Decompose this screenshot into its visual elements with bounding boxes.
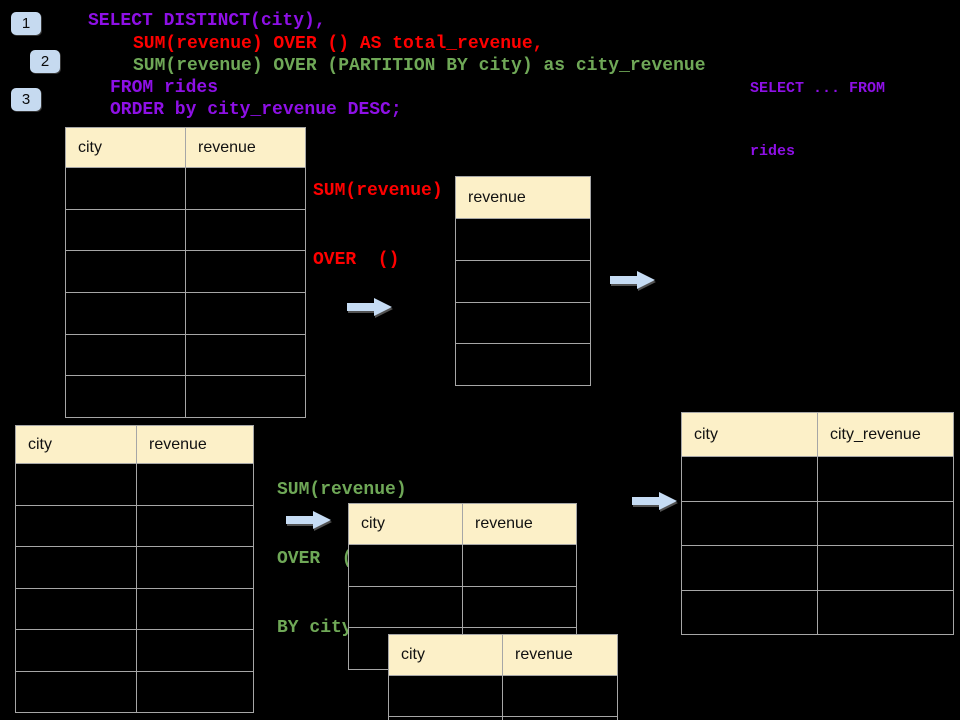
empty-cell bbox=[65, 208, 186, 252]
column-header-revenue: revenue bbox=[462, 503, 577, 545]
side-note-line: rides bbox=[750, 143, 796, 160]
empty-cell bbox=[185, 167, 306, 210]
empty-cell bbox=[185, 333, 306, 377]
empty-cell bbox=[817, 500, 954, 546]
column-header-city: city bbox=[65, 127, 186, 168]
empty-cell bbox=[185, 375, 306, 419]
empty-cell bbox=[462, 585, 577, 628]
right-arrow-icon bbox=[610, 271, 655, 289]
empty-cell bbox=[681, 589, 818, 635]
empty-cell bbox=[817, 545, 954, 591]
empty-cell bbox=[15, 629, 137, 672]
column-header-revenue: revenue bbox=[185, 127, 306, 168]
empty-cell bbox=[15, 463, 137, 506]
empty-cell bbox=[65, 292, 186, 335]
empty-cell bbox=[15, 670, 137, 713]
empty-cell bbox=[455, 259, 591, 303]
column-header-revenue: revenue bbox=[502, 634, 618, 676]
empty-cell bbox=[388, 675, 503, 717]
step-badge-3: 3 bbox=[11, 88, 41, 111]
empty-cell bbox=[185, 208, 306, 252]
annotation-line: OVER () bbox=[313, 250, 400, 270]
empty-cell bbox=[136, 463, 254, 506]
column-header-revenue: revenue bbox=[136, 425, 254, 464]
empty-cell bbox=[348, 544, 463, 587]
annotation-line: SUM(revenue) bbox=[313, 181, 443, 201]
empty-cell bbox=[455, 218, 591, 261]
column-header-city_revenue: city_revenue bbox=[817, 412, 954, 457]
empty-cell bbox=[502, 675, 618, 717]
sql-line-order-by: ORDER by city_revenue DESC; bbox=[110, 100, 402, 120]
empty-cell bbox=[136, 504, 254, 547]
annotation-total-revenue: SUM(revenue) OVER () bbox=[313, 134, 443, 318]
empty-cell bbox=[455, 301, 591, 345]
side-note-line: SELECT ... FROM bbox=[750, 80, 886, 97]
empty-cell bbox=[15, 504, 137, 547]
table-total-window: revenue bbox=[455, 176, 591, 387]
total-window-grid: revenue bbox=[455, 176, 591, 387]
annotation-line: SUM(revenue) bbox=[277, 480, 407, 500]
empty-cell bbox=[15, 546, 137, 589]
empty-cell bbox=[681, 456, 818, 502]
empty-cell bbox=[348, 585, 463, 628]
empty-cell bbox=[388, 716, 503, 720]
empty-cell bbox=[65, 375, 186, 419]
right-arrow-icon bbox=[632, 492, 677, 510]
empty-cell bbox=[455, 343, 591, 387]
empty-cell bbox=[502, 716, 618, 720]
empty-cell bbox=[65, 250, 186, 294]
sql-line-select: SELECT DISTINCT(city), bbox=[88, 11, 326, 31]
empty-cell bbox=[136, 546, 254, 589]
step-badge-1: 1 bbox=[11, 12, 41, 35]
column-header-city: city bbox=[388, 634, 503, 676]
step-badge-2: 2 bbox=[30, 50, 60, 73]
empty-cell bbox=[136, 670, 254, 713]
empty-cell bbox=[185, 250, 306, 294]
empty-cell bbox=[817, 456, 954, 502]
empty-cell bbox=[817, 589, 954, 635]
column-header-city: city bbox=[681, 412, 818, 457]
empty-cell bbox=[65, 333, 186, 377]
sql-line-city-revenue: SUM(revenue) OVER (PARTITION BY city) as… bbox=[133, 56, 706, 76]
empty-cell bbox=[65, 167, 186, 210]
right-arrow-icon bbox=[347, 298, 392, 316]
sql-line-from: FROM rides bbox=[110, 78, 219, 98]
side-note-select-from-rides: SELECT ... FROM rides bbox=[750, 36, 885, 204]
empty-cell bbox=[15, 587, 137, 630]
empty-cell bbox=[462, 544, 577, 587]
right-arrow-icon bbox=[286, 511, 331, 529]
empty-cell bbox=[681, 500, 818, 546]
empty-cell bbox=[185, 292, 306, 335]
empty-cell bbox=[136, 629, 254, 672]
column-header-city: city bbox=[15, 425, 137, 464]
column-header-city: city bbox=[348, 503, 463, 545]
empty-cell bbox=[681, 545, 818, 591]
sql-line-total-revenue: SUM(revenue) OVER () AS total_revenue, bbox=[133, 34, 544, 54]
empty-cell bbox=[136, 587, 254, 630]
column-header-revenue: revenue bbox=[455, 176, 591, 219]
